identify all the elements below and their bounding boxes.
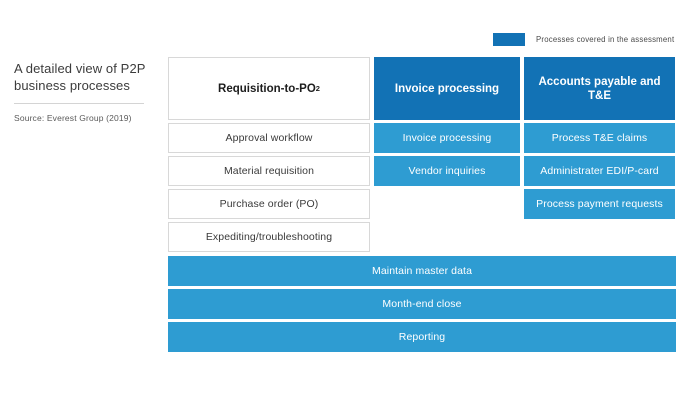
page-title: A detailed view of P2P business processe… bbox=[14, 61, 146, 93]
legend: Processes covered in the assessment bbox=[493, 33, 674, 46]
column-header: Accounts payable and T&E bbox=[524, 57, 675, 120]
process-cell: Vendor inquiries bbox=[374, 156, 520, 186]
column-header-label: Requisition-to-PO bbox=[218, 82, 316, 95]
column-header: Invoice processing bbox=[374, 57, 520, 120]
source-note: Source: Everest Group (2019) bbox=[14, 113, 132, 123]
title-block: A detailed view of P2P business processe… bbox=[14, 60, 156, 124]
title-divider bbox=[14, 103, 144, 104]
full-width-process-bar: Reporting bbox=[168, 322, 676, 352]
process-cell: Invoice processing bbox=[374, 123, 520, 153]
full-width-process-bar: Month-end close bbox=[168, 289, 676, 319]
process-cell: Approval workflow bbox=[168, 123, 370, 153]
full-width-process-bar: Maintain master data bbox=[168, 256, 676, 286]
process-cell: Material requisition bbox=[168, 156, 370, 186]
column-header-label: Invoice processing bbox=[394, 82, 500, 95]
column-header-label: Accounts payable and T&E bbox=[538, 75, 661, 102]
process-cell: Expediting/troubleshooting bbox=[168, 222, 370, 252]
filled-square-icon bbox=[493, 33, 525, 46]
legend-label: Processes covered in the assessment bbox=[536, 35, 675, 44]
process-cell: Purchase order (PO) bbox=[168, 189, 370, 219]
process-cell: Process T&E claims bbox=[524, 123, 675, 153]
process-cell: Administrater EDI/P-card bbox=[524, 156, 675, 186]
process-cell: Process payment requests bbox=[524, 189, 675, 219]
matrix-column: Accounts payable and T&E Process T&E clai… bbox=[524, 57, 675, 219]
